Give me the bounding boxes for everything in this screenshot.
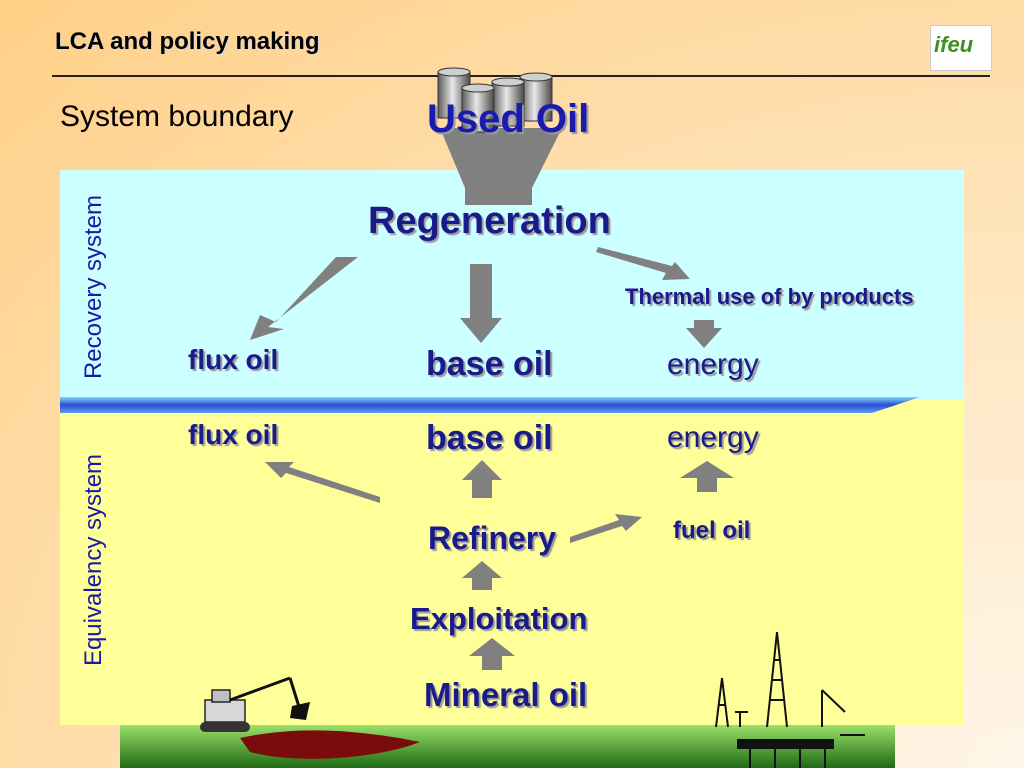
used-oil-label: Used Oil — [427, 97, 590, 141]
energy-recovery-label: energy — [667, 348, 759, 381]
refinery-label: Refinery — [428, 520, 557, 556]
regeneration-label: Regeneration — [368, 200, 611, 242]
slide-subtitle: System boundary — [60, 100, 294, 133]
logo-text: ifeu — [934, 32, 974, 57]
arrow-refinery-to-fueloil — [570, 514, 642, 543]
arrow-mineraloil-to-exploitation — [469, 638, 515, 670]
arrow-regeneration-to-baseoil — [460, 264, 502, 343]
flux-oil-equivalency-label: flux oil — [188, 419, 279, 450]
flux-oil-recovery-label: flux oil — [188, 344, 279, 375]
arrow-usedoil-to-regeneration — [440, 128, 562, 205]
base-oil-equivalency-label: base oil — [426, 419, 553, 457]
arrow-refinery-to-fluxoil — [265, 462, 380, 503]
base-oil-recovery-label: base oil — [426, 345, 553, 383]
mineral-oil-label: Mineral oil — [424, 676, 588, 713]
system-separator — [60, 397, 920, 413]
equivalency-system-panel — [60, 400, 964, 725]
fuel-oil-label: fuel oil — [673, 517, 751, 544]
exploitation-label: Exploitation — [410, 601, 588, 636]
arrow-thermal-to-energy — [686, 320, 722, 348]
slide-title: LCA and policy making — [55, 28, 320, 55]
arrow-fueloil-to-energy — [680, 461, 734, 492]
arrow-exploitation-to-refinery — [462, 561, 502, 590]
energy-equivalency-label: energy — [667, 421, 759, 454]
thermal-use-label: Thermal use of by products — [625, 284, 914, 309]
arrow-regeneration-to-fluxoil — [250, 257, 358, 340]
excavator-illustration — [200, 676, 310, 732]
oil-barrels-illustration — [437, 67, 553, 133]
ifeu-logo: ifeu — [930, 25, 992, 71]
oil-deposit — [240, 730, 420, 759]
arrow-refinery-to-baseoil — [462, 460, 502, 498]
recovery-system-panel — [60, 170, 964, 400]
oil-rig-illustration — [715, 631, 865, 768]
arrow-regeneration-to-thermal — [596, 247, 690, 280]
